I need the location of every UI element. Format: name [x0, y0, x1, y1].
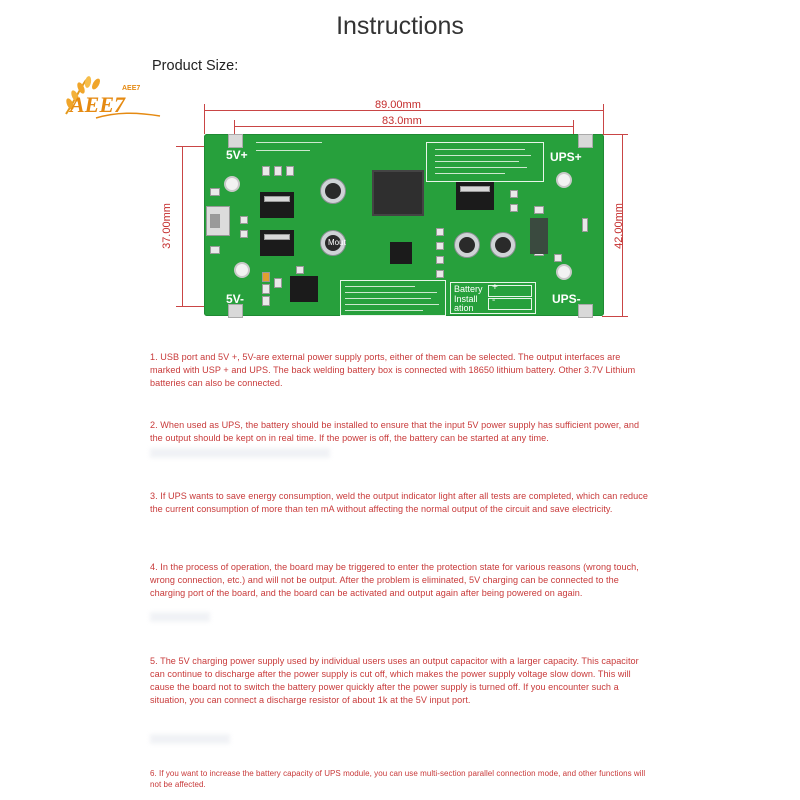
electrolytic-capacitor	[490, 232, 516, 258]
label-battery: Battery	[454, 284, 483, 294]
mosfet-mark	[460, 186, 490, 192]
ic-chip	[530, 218, 548, 254]
faded-text-artifact	[150, 612, 210, 622]
smd-resistor	[296, 266, 304, 274]
label-minus: -	[492, 295, 496, 306]
instruction-paragraph-1: 1. USB port and 5V +, 5V-are external po…	[150, 352, 636, 388]
instruction-paragraph-5: 5. The 5V charging power supply used by …	[150, 656, 639, 705]
electrolytic-capacitor	[320, 230, 346, 256]
silkscreen-block	[426, 142, 544, 182]
smd-resistor	[274, 278, 282, 288]
diode-mark	[264, 234, 290, 240]
diode-mark	[264, 196, 290, 202]
pcb-board: 5V+ 5V- UPS+ UPS- Battery Install ation …	[204, 134, 604, 318]
dimension-tick	[603, 104, 604, 134]
label-ation: ation	[454, 303, 474, 313]
page-title: Instructions	[336, 12, 464, 40]
ic-chip	[290, 276, 318, 302]
smd-resistor	[262, 296, 270, 306]
instruction-paragraph-2: 2. When used as UPS, the battery should …	[150, 420, 640, 443]
battery-minus-box	[488, 298, 532, 310]
smd-resistor	[436, 256, 444, 264]
label-ups-plus: UPS+	[550, 150, 582, 164]
ic-chip	[390, 242, 412, 264]
instruction-paragraph-4: 4. In the process of operation, the boar…	[150, 562, 639, 598]
smd-resistor	[582, 218, 588, 232]
silkscreen-text	[256, 150, 310, 151]
dimension-tick	[204, 104, 205, 134]
mounting-hole	[556, 264, 572, 280]
smd-resistor	[274, 166, 282, 176]
silkscreen-text	[256, 142, 322, 143]
smd-resistor	[554, 254, 562, 262]
label-plus: +	[492, 282, 498, 293]
solder-pad	[578, 304, 593, 318]
smd-resistor	[262, 166, 270, 176]
electrolytic-capacitor	[320, 178, 346, 204]
smd-led	[210, 188, 220, 196]
instruction-paragraph-6: 6. If you want to increase the battery c…	[150, 769, 646, 789]
smd-resistor	[510, 190, 518, 198]
usb-port-opening	[210, 214, 220, 228]
dimension-tick	[176, 146, 206, 147]
dimension-line-inner	[234, 126, 574, 127]
dimension-tick	[234, 120, 235, 140]
label-5v-plus: 5V+	[226, 148, 248, 162]
instruction-paragraph-3: 3. If UPS wants to save energy consumpti…	[150, 491, 648, 514]
mounting-hole	[234, 262, 250, 278]
logo-small-text: AEE7	[122, 85, 140, 92]
dimension-inner-width: 83.0mm	[382, 115, 422, 127]
label-mout: Mout	[328, 238, 346, 247]
faded-text-artifact	[150, 448, 330, 458]
solder-pad	[228, 304, 243, 318]
mounting-hole	[556, 172, 572, 188]
smd-led	[262, 272, 270, 282]
label-5v-minus: 5V-	[226, 292, 245, 306]
battery-plus-box	[488, 285, 532, 297]
smd-resistor	[286, 166, 294, 176]
battery-silkscreen	[450, 282, 536, 314]
dimension-tick	[602, 134, 628, 135]
smd-resistor	[262, 284, 270, 294]
faded-text-artifact	[150, 734, 230, 744]
dimension-line-overall	[204, 110, 604, 111]
solder-pad	[228, 134, 243, 148]
product-size-label: Product Size:	[152, 58, 239, 74]
solder-pad	[578, 134, 593, 148]
inductor	[372, 170, 424, 216]
dimension-height-left: 37.00mm	[160, 203, 173, 249]
smd-resistor	[534, 206, 544, 214]
label-install: Install	[454, 294, 478, 304]
dimension-tick	[176, 306, 206, 307]
smd-resistor	[240, 216, 248, 224]
smd-resistor	[436, 270, 444, 278]
smd-resistor	[210, 246, 220, 254]
smd-resistor	[436, 242, 444, 250]
brand-logo: AEE7 AEE7	[65, 76, 161, 119]
dimension-tick	[573, 120, 574, 140]
dimension-height-right: 42.00mm	[612, 203, 625, 249]
mounting-hole	[224, 176, 240, 192]
dimension-tick	[602, 316, 628, 317]
dimension-line-right	[622, 134, 623, 316]
wheat-icon	[65, 76, 100, 115]
electrolytic-capacitor	[454, 232, 480, 258]
dimension-line-left	[182, 146, 183, 306]
smd-resistor	[510, 204, 518, 212]
label-ups-minus: UPS-	[552, 292, 581, 306]
logo-text: AEE7	[68, 92, 126, 117]
smd-resistor	[436, 228, 444, 236]
smd-resistor	[240, 230, 248, 238]
silkscreen-block	[340, 280, 446, 316]
dimension-overall-width: 89.00mm	[375, 99, 421, 111]
board-diagram: 89.00mm 83.0mm 37.00mm 42.00mm 5V+ 5V- U…	[150, 96, 640, 328]
